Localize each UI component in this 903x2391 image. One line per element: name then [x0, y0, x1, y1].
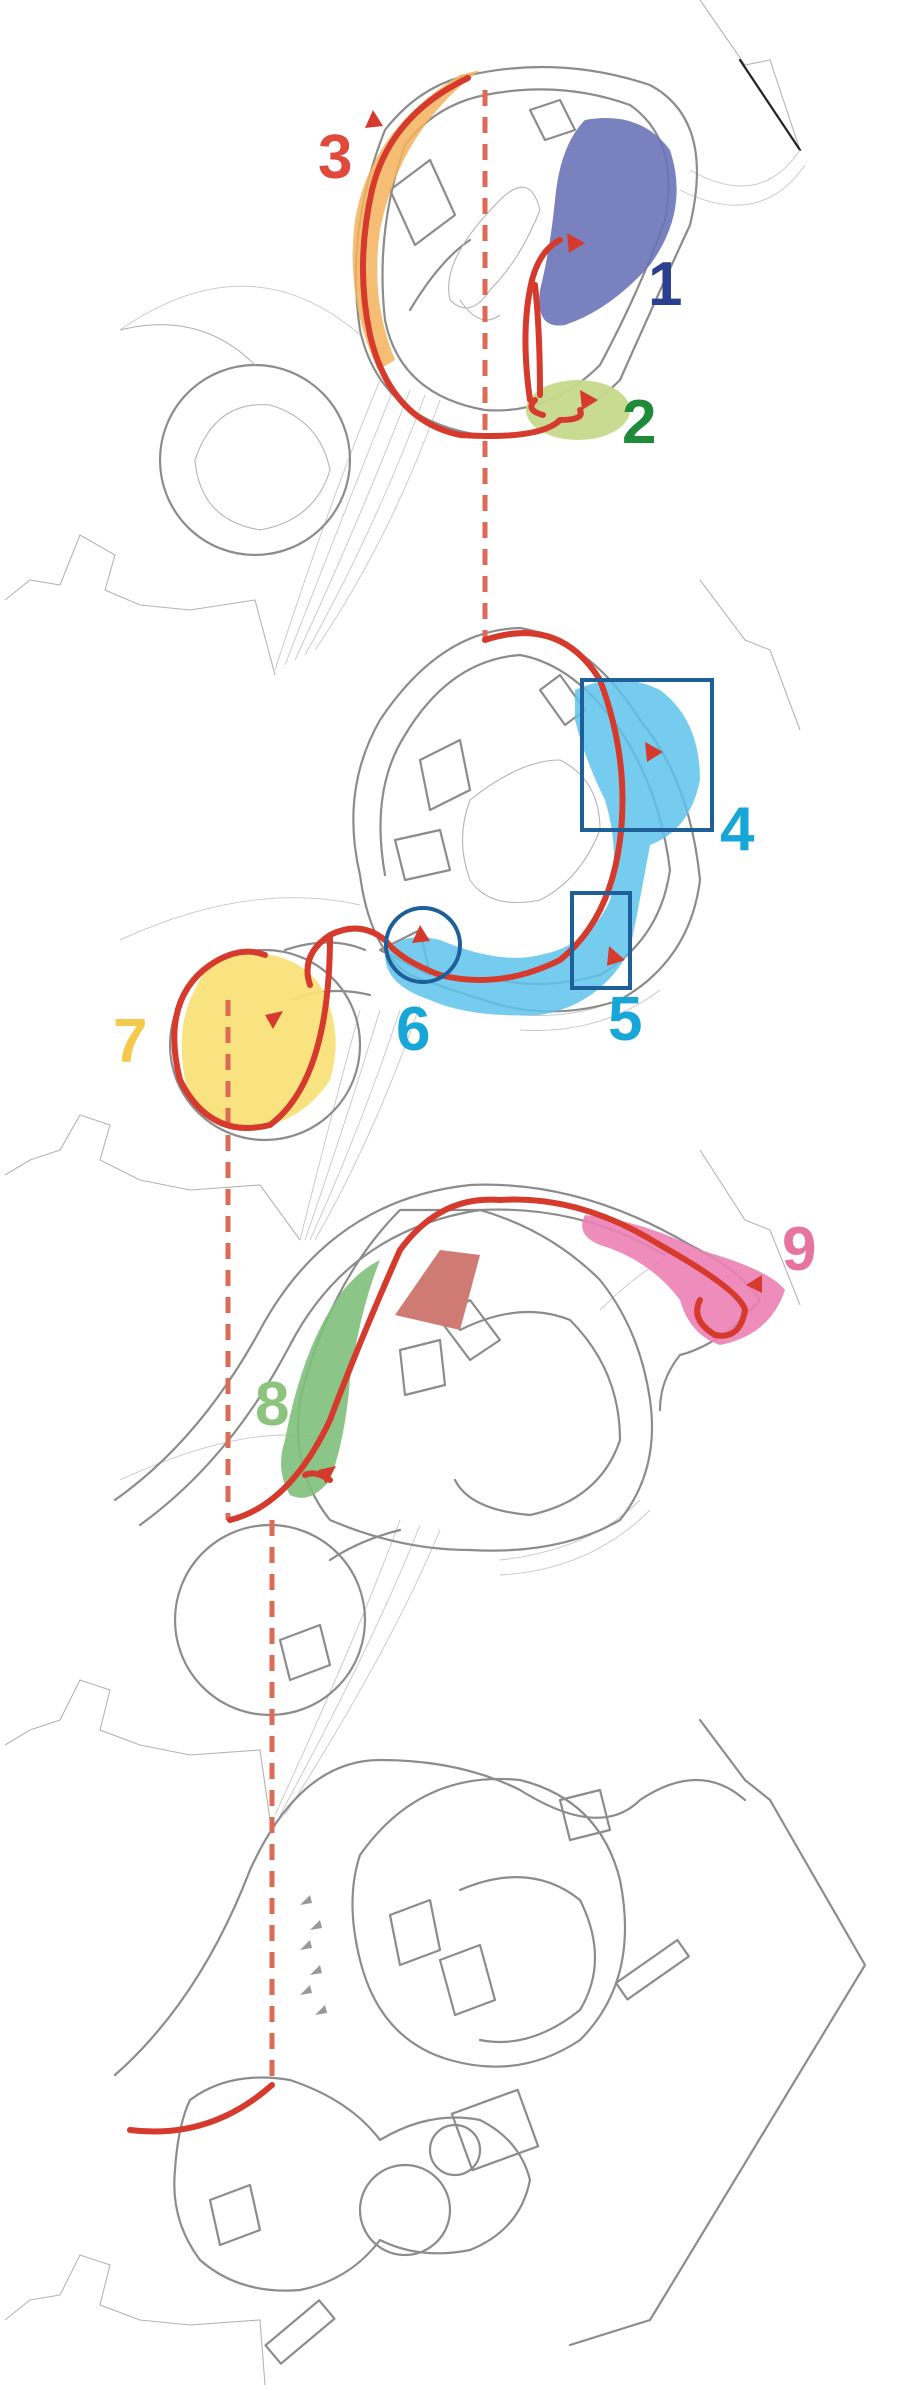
dashed-vertical-links: [225, 90, 488, 2085]
plan-level-2: [4, 579, 801, 1241]
contour-lines-1: [119, 149, 806, 671]
zone-8-fill: [281, 1260, 380, 1498]
zone-7-fill: [181, 953, 336, 1128]
contour-lines-2: [119, 897, 661, 1241]
label-3: 3: [318, 123, 352, 192]
label-7: 7: [113, 1007, 147, 1076]
plan-level-1: [4, 0, 806, 676]
round-pavilion-2: [168, 948, 362, 1142]
plan-level-3: [4, 1149, 801, 1821]
label-9: 9: [782, 1215, 816, 1284]
round-pavilion-1: [158, 363, 352, 557]
zone-9-fill: [582, 1215, 785, 1345]
tour-route: [127, 75, 748, 2135]
label-1: 1: [648, 250, 682, 319]
zone-1-fill: [539, 118, 677, 326]
zone-4-frame: [580, 678, 714, 832]
zone-labels: 1 2 3 4 5 6 7 8 9: [113, 123, 816, 1439]
label-8: 8: [255, 1370, 289, 1439]
roof-accent: [395, 1250, 480, 1330]
route-arrows: [265, 110, 762, 1484]
label-4: 4: [720, 795, 755, 864]
lower-cluster-4: [173, 2076, 532, 2292]
tree-symbols: [300, 1895, 327, 2015]
zone-3-fill: [352, 70, 480, 370]
building-outline-4: [351, 1777, 626, 2068]
zone-5-frame: [570, 891, 632, 990]
label-6: 6: [396, 995, 430, 1064]
plan-level-4: [4, 1718, 867, 2386]
zone-6-frame: [384, 906, 462, 984]
label-2: 2: [622, 388, 656, 457]
label-5: 5: [608, 985, 642, 1054]
